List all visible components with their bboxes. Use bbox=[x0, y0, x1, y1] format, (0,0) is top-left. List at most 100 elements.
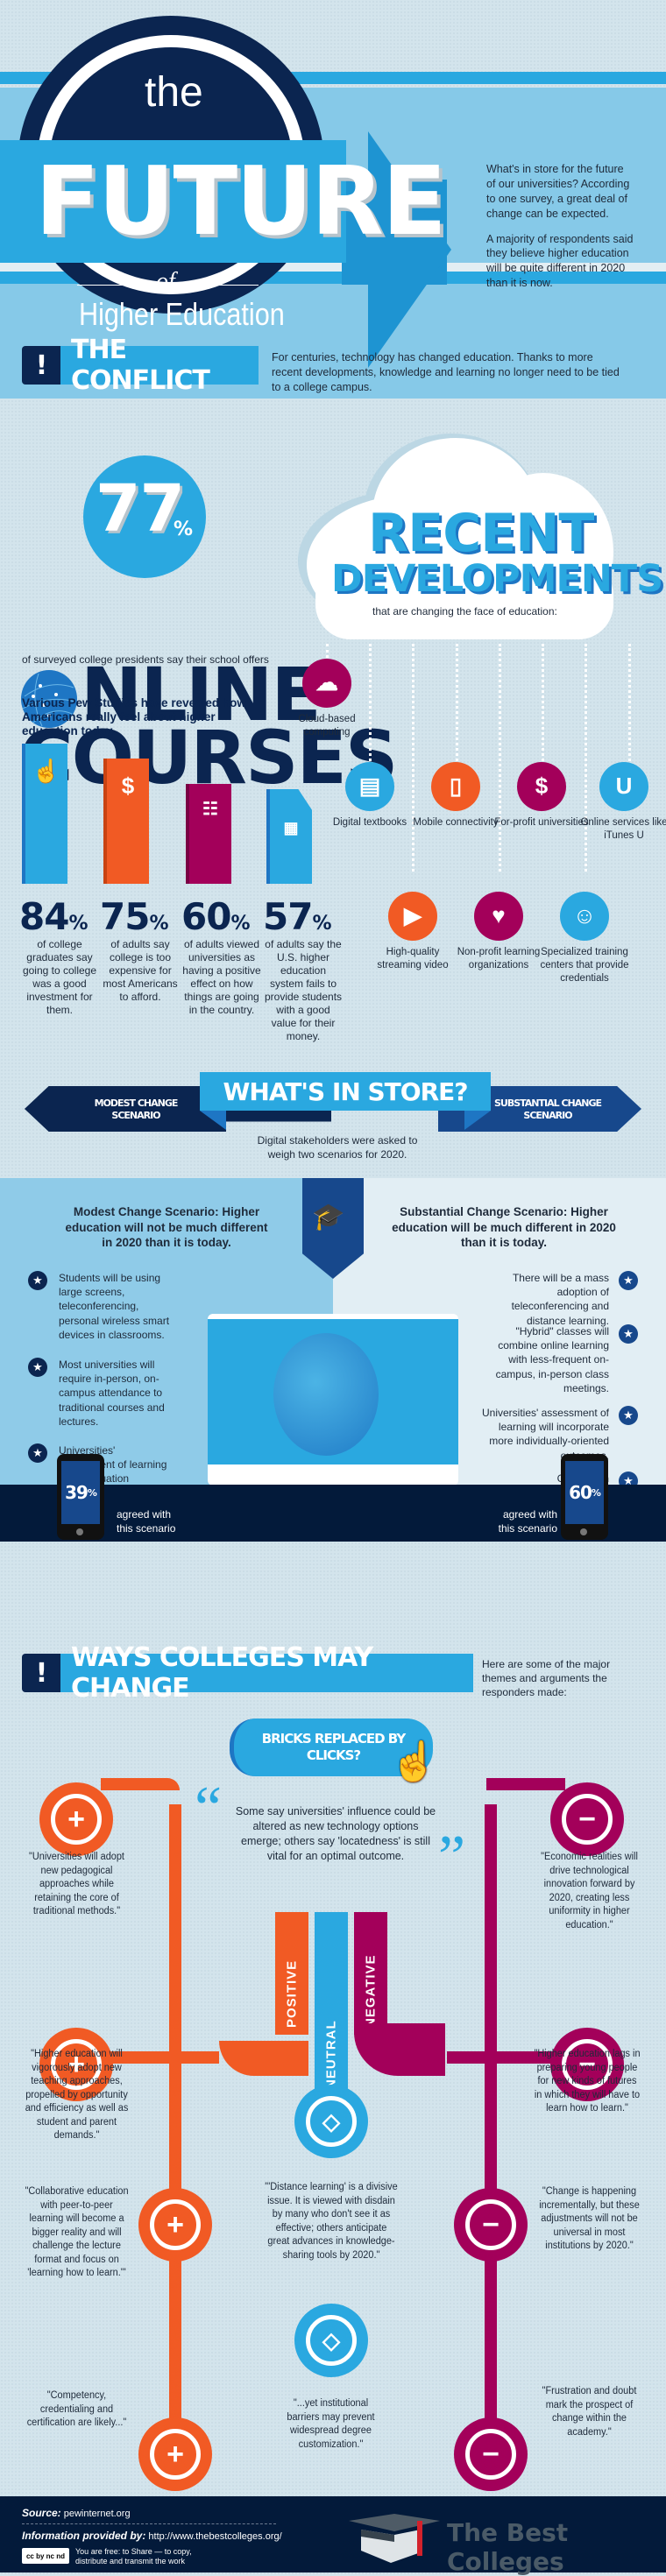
bricks-replaced-button: BRICKS REPLACED BY CLICKS? bbox=[230, 1719, 433, 1776]
title-higher-education: Higher Education bbox=[79, 296, 285, 332]
positive-quote: "Collaborative education with peer-to-pe… bbox=[25, 2186, 129, 2279]
negative-label: NEGATIVE bbox=[354, 1912, 387, 2035]
dotted-line bbox=[585, 644, 587, 872]
itunes-u-icon: U bbox=[599, 762, 648, 811]
negative-branch bbox=[447, 2051, 561, 2064]
brand-name: The Best Colleges bbox=[447, 2518, 569, 2576]
developments-title: DEVELOPMENTS bbox=[331, 557, 663, 601]
dotted-line bbox=[326, 644, 329, 668]
intro-paragraph: A majority of respondents said they beli… bbox=[486, 232, 634, 290]
online-word: NLINE bbox=[81, 652, 322, 738]
graduation-cap-icon: 🎓 bbox=[312, 1203, 345, 1232]
substantial-bullet: There will be a mass adoption of telecon… bbox=[511, 1272, 609, 1327]
section-header-ways: ! WAYS COLLEGES MAY CHANGE bbox=[22, 1642, 473, 1704]
book-icon: ▤ bbox=[345, 762, 394, 811]
globe-icon bbox=[21, 670, 77, 728]
neutral-node: ◇ bbox=[294, 2085, 368, 2158]
recent-title: RECENT bbox=[368, 503, 594, 564]
substantial-title: Substantial Change Scenario: Higher educ… bbox=[392, 1205, 616, 1250]
positive-branch bbox=[101, 1778, 180, 1790]
phone-icon: 60% bbox=[561, 1454, 608, 1540]
diamond-icon: ◇ bbox=[306, 2315, 357, 2366]
modest-title: Modest Change Scenario: Higher education… bbox=[65, 1205, 268, 1250]
development-label: Online services like iTunes U bbox=[580, 817, 666, 841]
bar-84: ☝ bbox=[22, 744, 67, 884]
positive-elbow bbox=[219, 2041, 308, 2076]
negative-trunk bbox=[485, 1804, 497, 2470]
minus-icon: − bbox=[465, 2429, 516, 2480]
stat-desc: of adults say college is too expensive f… bbox=[103, 938, 178, 1003]
info-line: Information provided by: http://www.theb… bbox=[22, 2530, 282, 2542]
money-icon: ▦ bbox=[283, 819, 299, 836]
substantial-bullet: "Hybrid" classes will combine online lea… bbox=[495, 1325, 609, 1394]
graduation-cap-logo-icon bbox=[349, 2514, 440, 2563]
stat: 84% of college graduates say going to co… bbox=[19, 895, 100, 1017]
stat-value: 77 bbox=[96, 471, 185, 547]
star-icon: ★ bbox=[28, 1271, 47, 1290]
arrow-icon bbox=[368, 131, 451, 368]
dotted-line bbox=[412, 644, 414, 872]
close-quote-icon: ” bbox=[438, 1824, 466, 1891]
dotted-line bbox=[542, 644, 544, 766]
source-line: Source: pewinternet.org bbox=[22, 2507, 131, 2519]
stat-desc: of surveyed college presidents say their… bbox=[22, 653, 269, 666]
info-link[interactable]: http://www.thebestcolleges.org/ bbox=[148, 2531, 282, 2542]
plus-node: + bbox=[138, 2417, 212, 2491]
plus-node: + bbox=[39, 2028, 113, 2101]
store-subtitle: Digital stakeholders were asked to weigh… bbox=[257, 1134, 418, 1161]
negative-branch bbox=[486, 1778, 565, 1790]
minus-icon: − bbox=[562, 2039, 613, 2090]
conflict-text: For centuries, technology has changed ed… bbox=[272, 351, 620, 393]
stat-desc: of adults say the U.S. higher education … bbox=[264, 938, 343, 1042]
development-item: ▶ High-quality streaming video bbox=[365, 892, 461, 972]
development-item: $ For-profit universities bbox=[493, 762, 590, 829]
substantial-arrow-label: SUBSTANTIAL CHANGE SCENARIO bbox=[493, 1097, 602, 1122]
stat: 60% of adults viewed universities as hav… bbox=[181, 895, 262, 1017]
plus-icon: + bbox=[150, 2429, 201, 2480]
recent-subtitle: that are changing the face of education: bbox=[372, 605, 557, 618]
negative-quote: "Change is happening incrementally, but … bbox=[539, 2186, 640, 2252]
dotted-line bbox=[628, 644, 631, 766]
heart-icon: ♥ bbox=[474, 892, 523, 941]
agreement-band bbox=[0, 1485, 666, 1542]
cloud-shape bbox=[315, 561, 613, 639]
plus-icon: + bbox=[150, 2199, 201, 2250]
agree-text: agreed with this scenario bbox=[117, 1508, 176, 1535]
development-label: Specialized training centers that provid… bbox=[540, 947, 629, 984]
development-label: Mobile connectivity bbox=[413, 817, 499, 828]
hand-cursor-icon: ☝ bbox=[390, 1740, 438, 1783]
negative-quote: "Higher education lags in preparing youn… bbox=[534, 2049, 641, 2114]
neutral-node: ◇ bbox=[294, 2304, 368, 2377]
footer: Source: pewinternet.org Information prov… bbox=[0, 2496, 666, 2576]
stat: 75% of adults say college is too expensi… bbox=[100, 895, 181, 1004]
neutral-label: NEUTRAL bbox=[315, 1912, 348, 2096]
divider bbox=[180, 285, 259, 286]
id-badge-icon: ☺ bbox=[560, 892, 609, 941]
section-title: THE CONFLICT bbox=[60, 335, 259, 396]
star-icon: ★ bbox=[619, 1324, 638, 1344]
thumbs-up-icon: ☝ bbox=[32, 758, 61, 784]
minus-node: − bbox=[454, 2188, 528, 2262]
development-label: Cloud-based computing bbox=[298, 714, 356, 738]
development-item: ♥ Non-profit learning organizations bbox=[450, 892, 547, 972]
modest-bullet: Most universities will require in-person… bbox=[59, 1359, 165, 1428]
minus-icon: − bbox=[562, 1794, 613, 1845]
section-header-conflict: ! THE CONFLICT bbox=[22, 335, 259, 396]
diamond-icon: ◇ bbox=[306, 2096, 357, 2147]
dollar-icon: $ bbox=[121, 773, 135, 799]
open-quote-icon: “ bbox=[195, 1775, 223, 1842]
stat-desc: of college graduates say going to colleg… bbox=[22, 938, 97, 1016]
dotted-line bbox=[499, 644, 501, 872]
stat-value: 57% bbox=[263, 895, 332, 938]
agree-percent: 60% bbox=[565, 1461, 604, 1524]
development-label: Digital textbooks bbox=[332, 817, 407, 828]
development-label: High-quality streaming video bbox=[377, 947, 449, 970]
plus-node: + bbox=[39, 1782, 113, 1856]
substantial-bullet: Universities' assessment of learning wil… bbox=[481, 1407, 609, 1462]
ways-text: Here are some of the major themes and ar… bbox=[482, 1658, 611, 1699]
positive-branch bbox=[105, 2051, 219, 2064]
presentation-chart-icon: ☷ bbox=[202, 800, 218, 819]
phone-icon: 39% bbox=[57, 1454, 104, 1540]
mobile-phone-icon: ▯ bbox=[431, 762, 480, 811]
positive-label: POSITIVE bbox=[275, 1912, 308, 2035]
